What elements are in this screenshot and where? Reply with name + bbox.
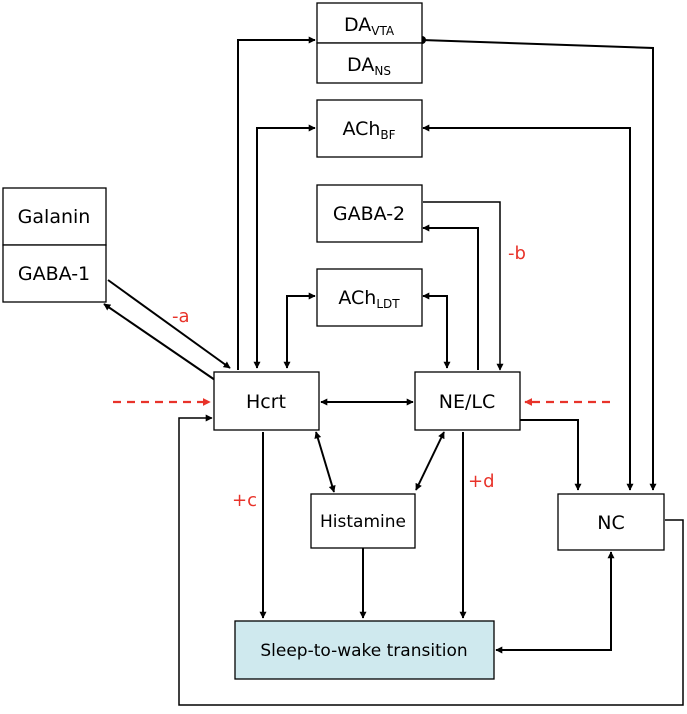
node-ach-bf: AChBF (316, 99, 423, 158)
edge-hcrt-ach-bf (253, 124, 316, 369)
node-ach-bf-main: ACh (342, 118, 380, 140)
node-da-ns-sub: NS (374, 64, 391, 78)
edge-labels: -a -b +c +d (172, 243, 526, 511)
edge-ne-lc-to-nc (520, 419, 582, 491)
node-gaba2-label: GABA-2 (333, 203, 405, 225)
edge-sleep-nc (495, 551, 615, 654)
node-gaba1-label: GABA-1 (18, 263, 90, 285)
node-ach-ldt-box (316, 268, 423, 327)
node-ne-lc: NE/LC (414, 371, 521, 431)
node-da-vta-box (316, 2, 423, 44)
edge-hcrt-to-da-vta (237, 36, 316, 370)
edge-hcrt-to-gaba1 (103, 303, 216, 381)
edge-gaba2-to-ne-lc (423, 201, 504, 371)
edge-ne-lc-histamine (415, 431, 445, 491)
node-ach-ldt-main: ACh (338, 287, 376, 309)
node-sleep-wake-box (234, 620, 495, 680)
edge-label-d: +d (468, 471, 495, 492)
node-ach-ldt: AChLDT (316, 268, 423, 327)
node-da-ns-main: DA (347, 54, 374, 76)
edge-ne-lc-to-gaba2 (422, 224, 479, 370)
edge-nc-feedback-to-hcrt (178, 414, 684, 706)
node-ach-bf-label: AChBF (342, 118, 395, 142)
node-gaba2-box (316, 184, 423, 243)
node-gaba1-box (2, 244, 107, 303)
node-ach-ldt-sub: LDT (376, 297, 400, 311)
node-galanin-gaba1: Galanin GABA-1 (2, 187, 107, 303)
node-nc-box (557, 493, 665, 551)
edge-gaba1-to-hcrt (107, 279, 231, 369)
node-da-vta-sub: VTA (371, 24, 395, 38)
node-ach-ldt-label: AChLDT (338, 287, 400, 311)
node-hcrt-label: Hcrt (246, 391, 286, 413)
node-histamine-label: Histamine (320, 512, 406, 532)
node-gaba2: GABA-2 (316, 184, 423, 243)
node-nc: NC (557, 493, 665, 551)
edge-ach-ldt-ne-lc (422, 292, 451, 369)
node-histamine-box (310, 493, 416, 549)
node-hcrt-box (213, 371, 320, 431)
node-histamine: Histamine (310, 493, 416, 549)
node-nc-label: NC (597, 512, 624, 534)
edge-da-vta-to-nc (421, 39, 657, 491)
node-da-ns-label: DANS (347, 54, 391, 78)
node-ach-bf-box (316, 99, 423, 158)
edge-hcrt-histamine (314, 431, 336, 493)
edge-hcrt-ach-ldt (283, 292, 316, 369)
node-da-vta-label: DAVTA (344, 14, 395, 38)
nodes: DAVTA DANS AChBF GABA-2 AChLDT Galanin G… (2, 2, 665, 680)
edge-ach-bf-nc (422, 124, 634, 491)
node-da-ns-box (316, 42, 423, 84)
edges (103, 36, 684, 706)
node-hcrt: Hcrt (213, 371, 320, 431)
node-ne-lc-box (414, 371, 521, 431)
node-ne-lc-label: NE/LC (439, 391, 495, 413)
node-ach-bf-sub: BF (380, 128, 395, 142)
node-galanin-label: Galanin (18, 206, 91, 228)
edge-label-b: -b (508, 243, 526, 264)
node-sleep-wake-label: Sleep-to-wake transition (260, 641, 467, 661)
node-da-vta-main: DA (344, 14, 371, 36)
edge-label-a: -a (172, 306, 190, 327)
node-sleep-wake: Sleep-to-wake transition (234, 620, 495, 680)
edge-label-c: +c (232, 490, 257, 511)
node-da-stack: DAVTA DANS (316, 2, 423, 84)
